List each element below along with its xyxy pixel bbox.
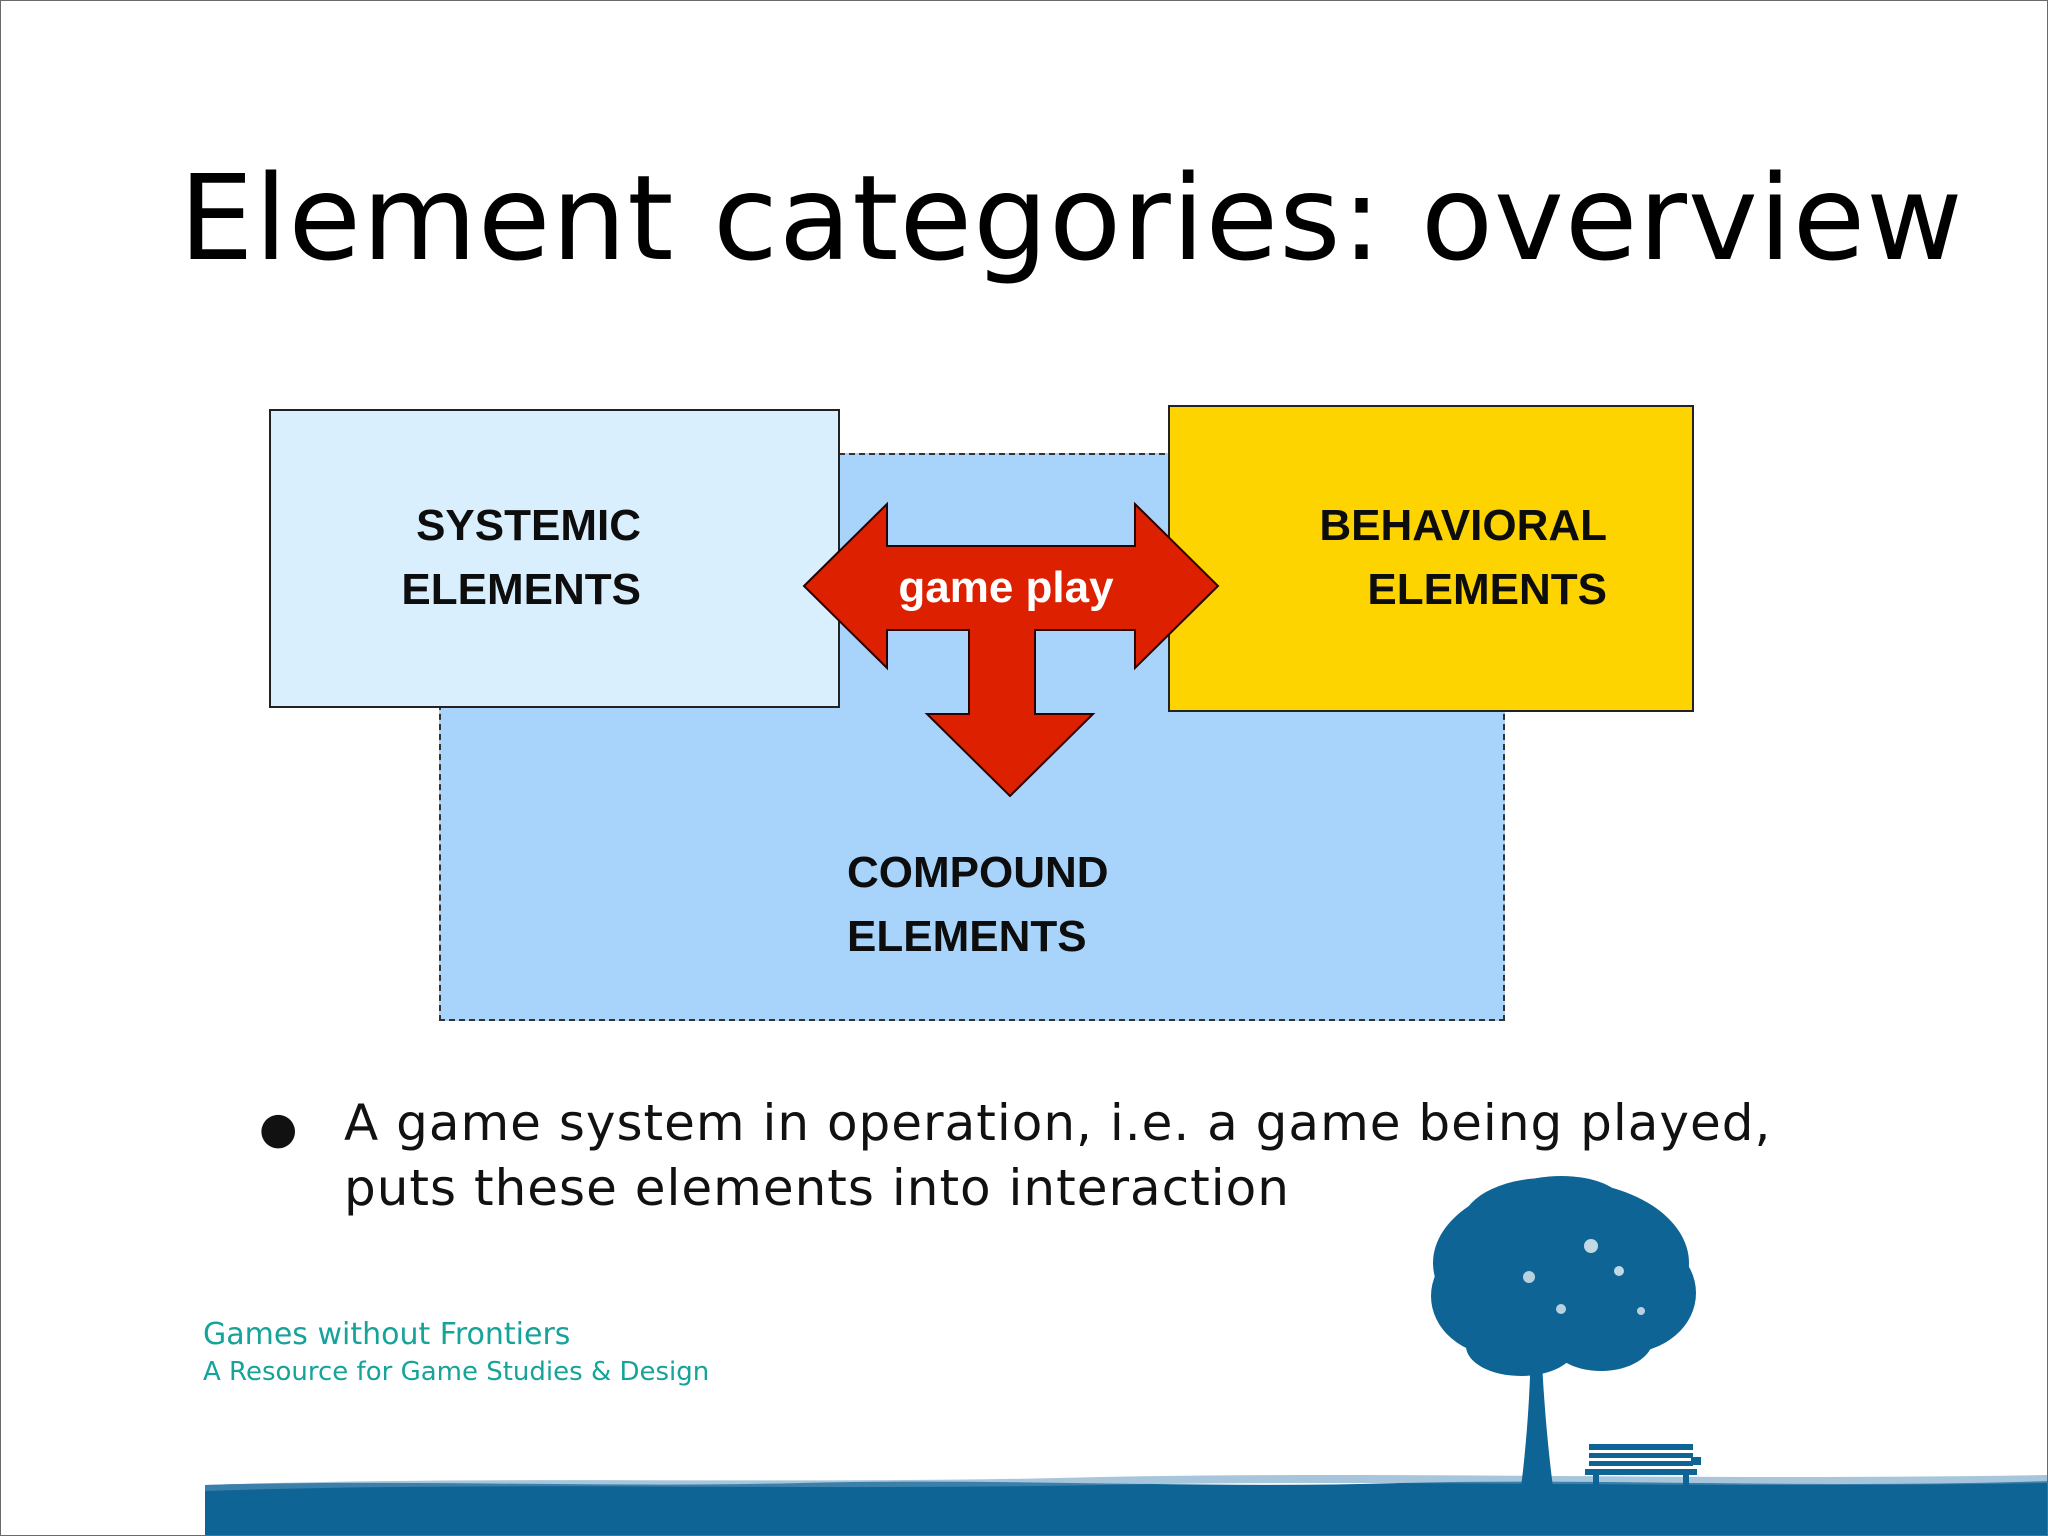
footer-branding: Games without Frontiers A Resource for G… bbox=[203, 1315, 709, 1389]
behavioral-elements-box bbox=[1168, 405, 1694, 712]
bullet-line: puts these elements into interaction bbox=[344, 1159, 1290, 1217]
game-play-label: game play bbox=[898, 563, 1114, 612]
footer-subtitle: A Resource for Game Studies & Design bbox=[203, 1357, 710, 1387]
bench-icon bbox=[1585, 1444, 1701, 1489]
behavioral-label-line1: BEHAVIORAL bbox=[1319, 501, 1607, 550]
bullet-icon: ● bbox=[259, 1103, 298, 1154]
footer-title: Games without Frontiers bbox=[203, 1317, 571, 1352]
behavioral-elements-label: BEHAVIORAL ELEMENTS bbox=[1289, 494, 1607, 622]
compound-label-line1: COMPOUND bbox=[847, 848, 1109, 897]
systemic-elements-box bbox=[269, 409, 840, 708]
tree-icon bbox=[1431, 1176, 1696, 1487]
ground-strip bbox=[205, 1475, 2047, 1535]
compound-elements-label: COMPOUND ELEMENTS bbox=[847, 841, 1109, 969]
bullet-list: ● A game system in operation, i.e. a gam… bbox=[259, 1091, 1879, 1221]
bullet-line: A game system in operation, i.e. a game … bbox=[344, 1094, 1772, 1152]
slide-title: Element categories: overview bbox=[179, 149, 1964, 287]
list-item: ● A game system in operation, i.e. a gam… bbox=[259, 1091, 1879, 1221]
behavioral-label-line2: ELEMENTS bbox=[1367, 565, 1607, 614]
compound-label-line2: ELEMENTS bbox=[847, 912, 1087, 961]
